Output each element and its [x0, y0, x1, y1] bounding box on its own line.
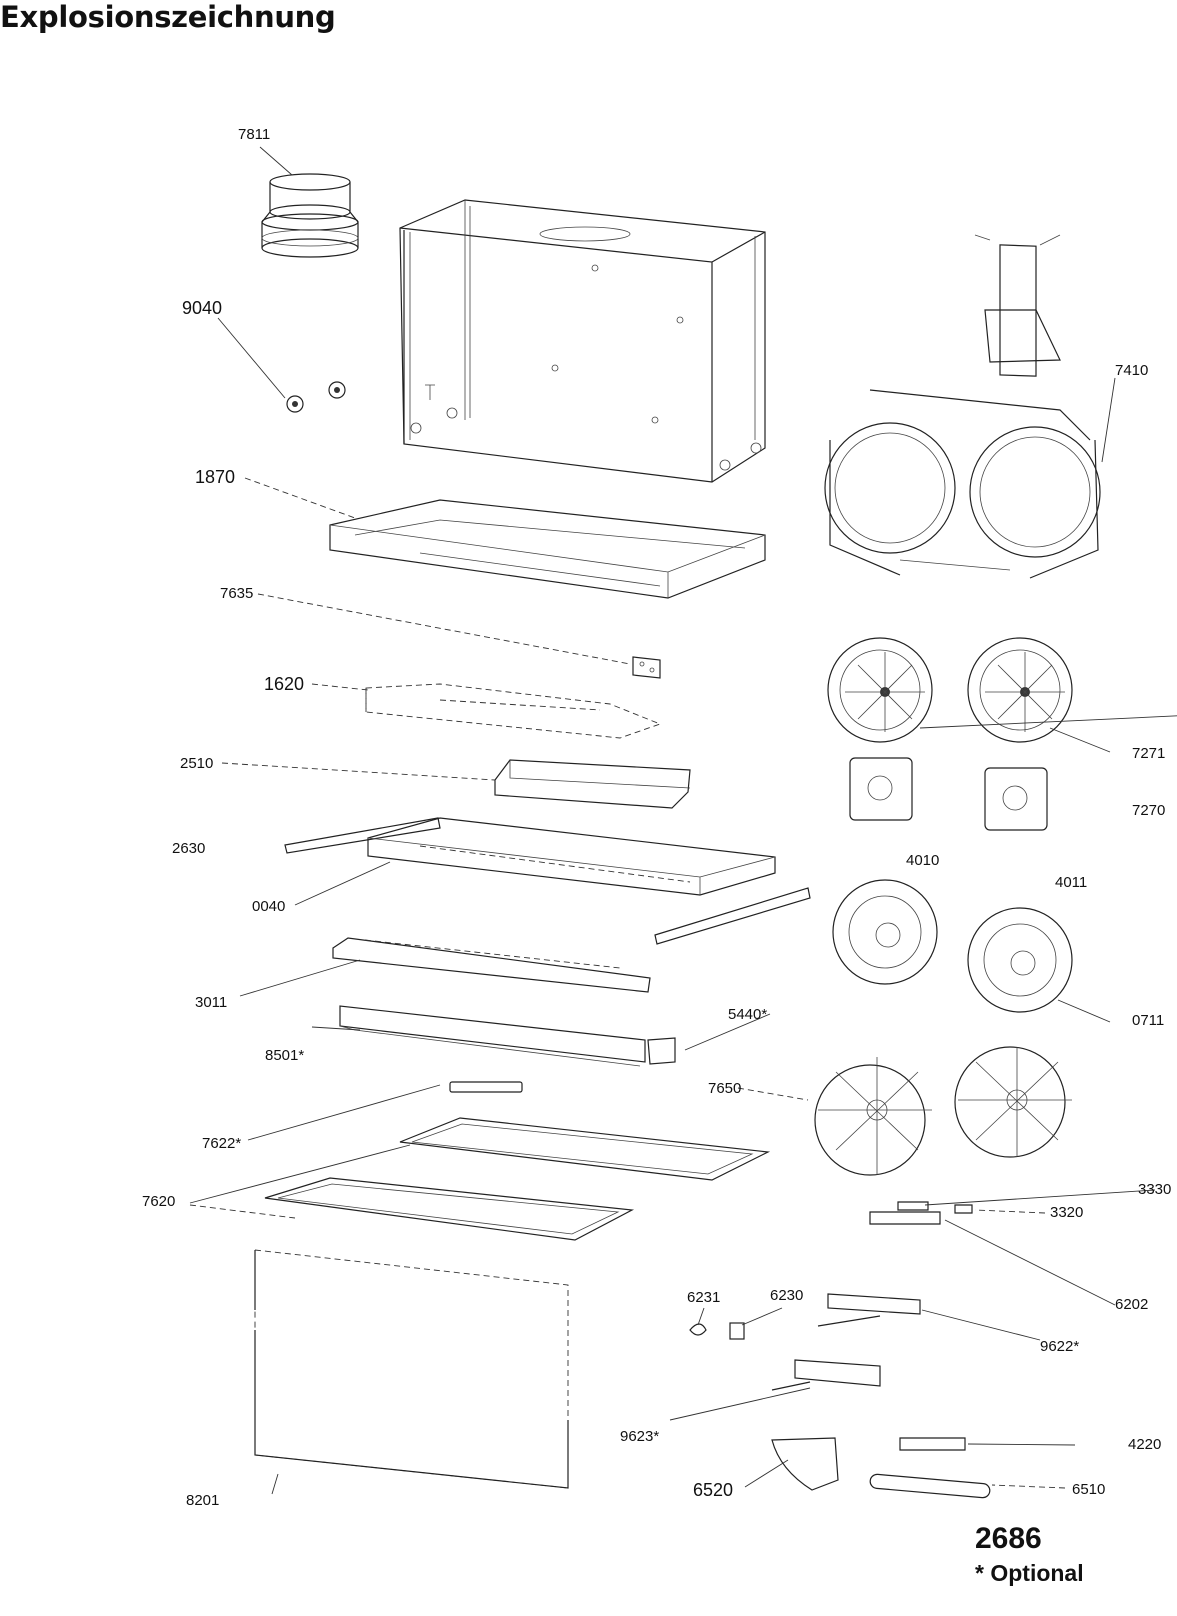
label-6231: 6231	[687, 1289, 720, 1306]
part-3320-clip	[954, 1204, 973, 1214]
label-7622: 7622*	[202, 1135, 241, 1152]
part-7650-cover-left	[814, 1057, 932, 1176]
part-4010-motor	[849, 757, 913, 821]
part-4011-motor	[984, 767, 1048, 831]
part-7811-collar	[261, 173, 359, 258]
part-1620-bracket	[365, 683, 662, 739]
label-9040: 9040	[182, 298, 222, 318]
label-3011: 3011	[195, 994, 227, 1011]
part-9623-holder	[771, 1359, 881, 1391]
label-0040: 0040	[252, 898, 285, 915]
part-7271-fan-wheel-right	[967, 637, 1073, 743]
part-4220-lamp-holder	[899, 1437, 966, 1451]
part-6520-lamp-cover	[771, 1437, 839, 1491]
part-7620-filters	[264, 1117, 771, 1241]
label-7410: 7410	[1115, 362, 1148, 379]
part-8201-front-panel	[254, 1249, 569, 1489]
part-6202-bracket	[869, 1211, 941, 1225]
part-6230-connector	[729, 1322, 745, 1340]
label-7811: 7811	[238, 126, 270, 143]
label-4010: 4010	[906, 852, 939, 869]
label-1620: 1620	[264, 674, 304, 694]
label-8501: 8501*	[265, 1047, 304, 1064]
label-1870: 1870	[195, 467, 235, 487]
label-3330: 3330	[1138, 1181, 1171, 1198]
part-7622-bar	[449, 1081, 523, 1093]
part-7410-fan-housing	[824, 234, 1101, 579]
part-9622-switch-holder	[817, 1293, 921, 1327]
page-title: Explosionszeichnung	[0, 0, 336, 34]
part-9040-knobs	[286, 381, 346, 413]
label-8201: 8201	[186, 1492, 219, 1509]
part-3011-strip	[332, 937, 651, 993]
part-0711-impeller-right	[967, 907, 1073, 1013]
label-7620: 7620	[142, 1193, 175, 1210]
label-4011: 4011	[1055, 874, 1087, 891]
label-4220: 4220	[1128, 1436, 1161, 1453]
label-6202: 6202	[1115, 1296, 1148, 1313]
part-6510-lamp	[869, 1473, 991, 1499]
part-0711-impeller-left	[832, 879, 938, 985]
label-9623: 9623*	[620, 1428, 659, 1445]
optional-note: * Optional	[975, 1560, 1084, 1586]
label-6510: 6510	[1072, 1481, 1105, 1498]
label-9622: 9622*	[1040, 1338, 1079, 1355]
leader-lines	[189, 146, 1177, 1495]
part-housing	[399, 199, 766, 483]
part-8501-panel	[339, 1005, 676, 1067]
label-6520: 6520	[693, 1480, 733, 1500]
label-7271: 7271	[1132, 745, 1165, 762]
label-2630: 2630	[172, 840, 205, 857]
part-7650-cover-right	[954, 1046, 1072, 1158]
part-3330-clip	[897, 1201, 929, 1211]
label-7650: 7650	[708, 1080, 741, 1097]
label-2510: 2510	[180, 755, 213, 772]
label-5440: 5440*	[728, 1006, 767, 1023]
part-0040-frame	[367, 817, 776, 896]
part-6231-clip	[689, 1323, 707, 1336]
label-3320: 3320	[1050, 1204, 1083, 1221]
label-7270: 7270	[1132, 802, 1165, 819]
part-1870-tray	[329, 499, 766, 599]
sheet-number: 2686	[975, 1522, 1042, 1555]
part-2510-filter	[494, 759, 691, 809]
part-7635-clip	[632, 656, 661, 679]
label-7635: 7635	[220, 585, 253, 602]
part-2630-rails	[284, 817, 811, 945]
part-7270-fan-wheel-left	[827, 637, 933, 743]
part-labels: 7811 9040 1870 7410 7635 1620 2510 2630 …	[142, 126, 1171, 1509]
label-0711: 0711	[1132, 1012, 1164, 1029]
label-6230: 6230	[770, 1287, 803, 1304]
